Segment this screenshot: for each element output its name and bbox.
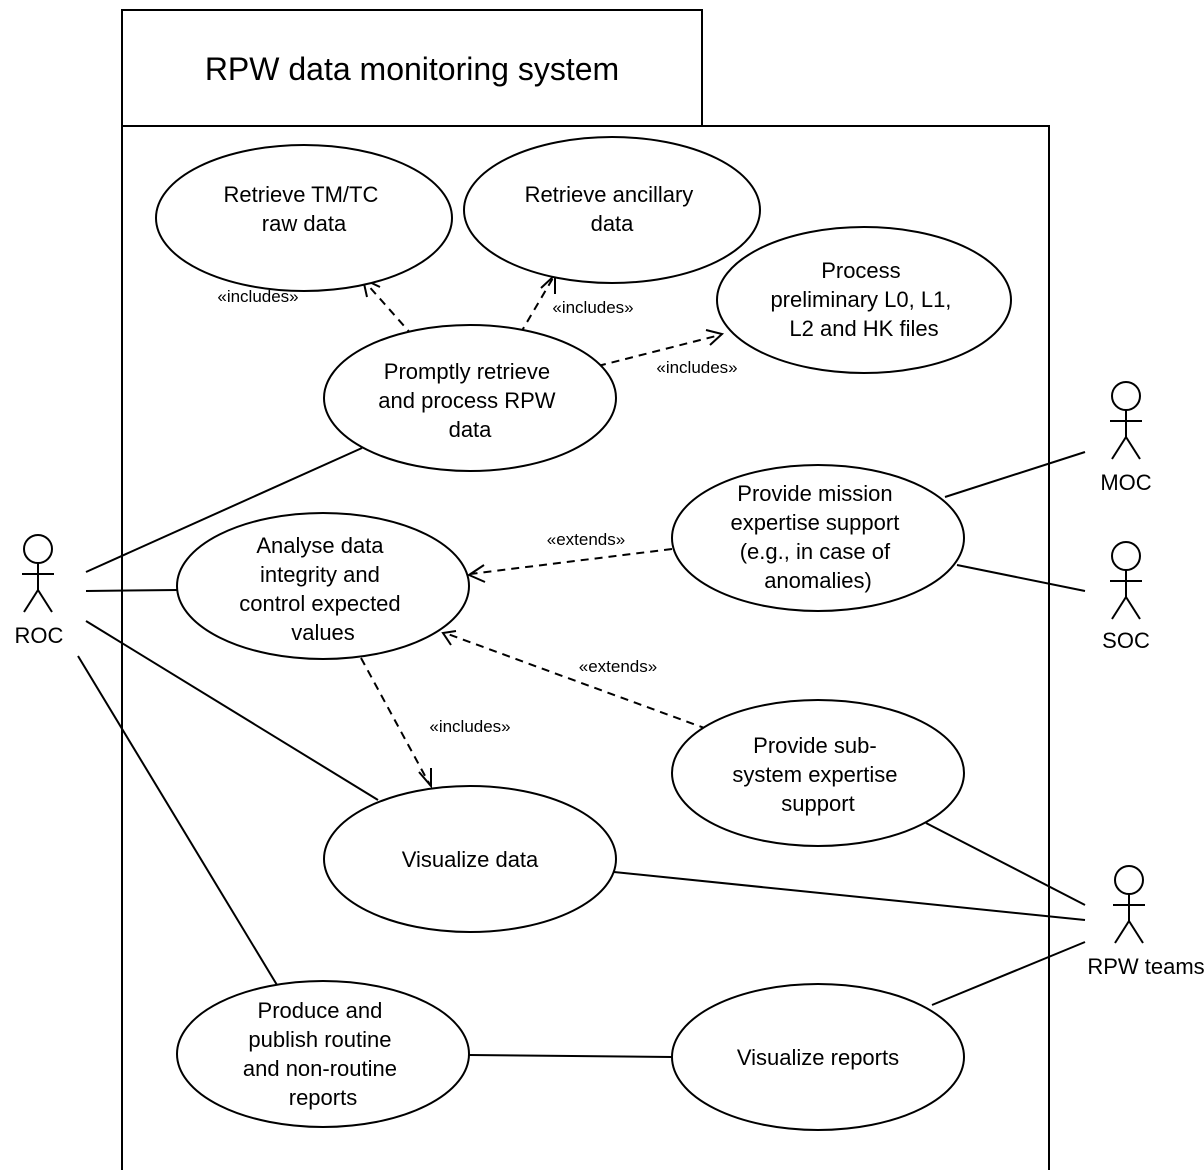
stick-figure-icon — [1113, 865, 1145, 944]
uc-line: control expected — [239, 591, 400, 616]
dep-promptly-ancillary — [519, 277, 554, 335]
actor-rpw-teams: RPW teams — [1087, 865, 1204, 979]
uc-line: system expertise — [732, 762, 897, 787]
arrowhead-visualize — [418, 768, 432, 789]
uc-line: publish routine — [248, 1027, 391, 1052]
use-case-retrieve-tmtc: Retrieve TM/TC raw data — [155, 144, 453, 292]
dep-promptly-process — [597, 334, 721, 367]
system-body-box — [121, 125, 1050, 1170]
label-includes-ancillary: «includes» — [552, 298, 633, 317]
use-case-mission-expertise: Provide mission expertise support (e.g.,… — [671, 464, 965, 612]
uc-line: raw data — [262, 211, 347, 236]
svg-text:Process preliminary L0,: Process preliminary L0, L1, L2 and HK fi… — [770, 258, 957, 341]
svg-text:Produce and publish rout: Produce and publish routine and non-rout… — [243, 998, 403, 1110]
stick-figure-icon — [1110, 381, 1142, 460]
use-case-analyse-integrity: Analyse data integrity and control expec… — [176, 512, 470, 660]
assoc-roc-promptly — [85, 447, 363, 573]
assoc-roc-analyse — [85, 589, 179, 592]
uc-line: support — [781, 791, 854, 816]
use-case-visualize-reports: Visualize reports — [671, 983, 965, 1131]
uc-line: Provide mission — [737, 481, 892, 506]
actor-label: RPW teams — [1087, 954, 1204, 979]
dep-promptly-tmtc — [365, 282, 414, 337]
uc-line: Produce and — [258, 998, 383, 1023]
relation-labels: «includes» «includes» «includes» «extend… — [217, 287, 737, 736]
assoc-roc-visualize-data — [85, 620, 379, 801]
assoc-rpw-subsystem — [925, 822, 1086, 906]
uc-line: and process RPW — [378, 388, 556, 413]
associations — [77, 447, 1086, 1058]
uc-line: Retrieve ancillary — [525, 182, 694, 207]
svg-text:Provide sub- system expe: Provide sub- system expertise support — [732, 733, 903, 816]
uc-line: (e.g., in case of — [740, 539, 891, 564]
svg-text:Analyse data integrity a: Analyse data integrity and control expec… — [239, 533, 407, 645]
stick-figure-icon — [22, 534, 54, 613]
uc-line: Visualize data — [402, 847, 539, 872]
uc-line: L2 and HK files — [789, 316, 938, 341]
uc-line: Retrieve TM/TC — [224, 182, 379, 207]
use-case-process-preliminary: Process preliminary L0, L1, L2 and HK fi… — [716, 226, 1012, 374]
assoc-moc-mission — [944, 451, 1086, 498]
uc-line: values — [291, 620, 355, 645]
uc-line: and non-routine — [243, 1056, 397, 1081]
actor-soc: SOC — [1102, 541, 1150, 653]
label-includes-visualize: «includes» — [429, 717, 510, 736]
actor-moc: MOC — [1100, 381, 1152, 495]
uc-line: data — [591, 211, 635, 236]
system-title-box — [121, 9, 703, 127]
uc-line: Promptly retrieve — [384, 359, 550, 384]
svg-text:Retrieve ancillary data: Retrieve ancillary data — [525, 182, 700, 236]
assoc-rpw-visualize-reports — [931, 941, 1086, 1006]
uc-line: expertise support — [731, 510, 900, 535]
label-includes-tmtc: «includes» — [217, 287, 298, 306]
system-title: RPW data monitoring system — [205, 51, 619, 87]
svg-text:Promptly retrieve and pr: Promptly retrieve and process RPW data — [378, 359, 561, 442]
use-case-visualize-data: Visualize data — [323, 785, 617, 933]
svg-text:Visualize reports: Visualize reports — [737, 1045, 899, 1070]
use-case-subsystem-expertise: Provide sub- system expertise support — [671, 699, 965, 847]
actor-label: MOC — [1100, 470, 1151, 495]
assoc-rpw-visualize-data — [613, 871, 1086, 921]
stick-figure-icon — [1110, 541, 1142, 620]
svg-text:Provide mission expertis: Provide mission expertise support (e.g.,… — [731, 481, 906, 593]
dep-subsystem-analyse — [444, 632, 708, 730]
arrowhead-mission — [466, 564, 486, 583]
assoc-roc-produce — [77, 655, 278, 986]
uc-line: reports — [289, 1085, 357, 1110]
uc-line: data — [449, 417, 493, 442]
label-extends-mission: «extends» — [547, 530, 625, 549]
label-extends-subsystem: «extends» — [579, 657, 657, 676]
svg-text:Retrieve TM/TC raw data: Retrieve TM/TC raw data — [224, 182, 385, 236]
uc-line: Visualize reports — [737, 1045, 899, 1070]
assoc-produce-visualize-reports — [468, 1054, 673, 1058]
assoc-soc-mission — [956, 564, 1086, 592]
uc-line: integrity and — [260, 562, 380, 587]
uc-line: Analyse data — [256, 533, 384, 558]
uc-line: Process — [821, 258, 900, 283]
dep-analyse-visualize — [360, 657, 431, 786]
uc-line: anomalies) — [764, 568, 872, 593]
arrowhead-process — [705, 329, 725, 346]
actor-roc: ROC — [15, 534, 64, 648]
svg-text:Visualize data: Visualize data — [402, 847, 539, 872]
uc-line: Provide sub- — [753, 733, 877, 758]
actor-label: ROC — [15, 623, 64, 648]
uc-line: preliminary L0, L1, — [770, 287, 951, 312]
arrowhead-subsystem — [441, 630, 457, 646]
actor-label: SOC — [1102, 628, 1150, 653]
use-case-promptly-retrieve: Promptly retrieve and process RPW data — [323, 324, 617, 472]
system-boundary: RPW data monitoring system — [121, 9, 1050, 1170]
dep-mission-analyse — [469, 548, 673, 575]
use-case-produce-reports: Produce and publish routine and non-rout… — [176, 980, 470, 1128]
use-case-retrieve-ancillary: Retrieve ancillary data — [463, 136, 761, 284]
label-includes-process: «includes» — [656, 358, 737, 377]
